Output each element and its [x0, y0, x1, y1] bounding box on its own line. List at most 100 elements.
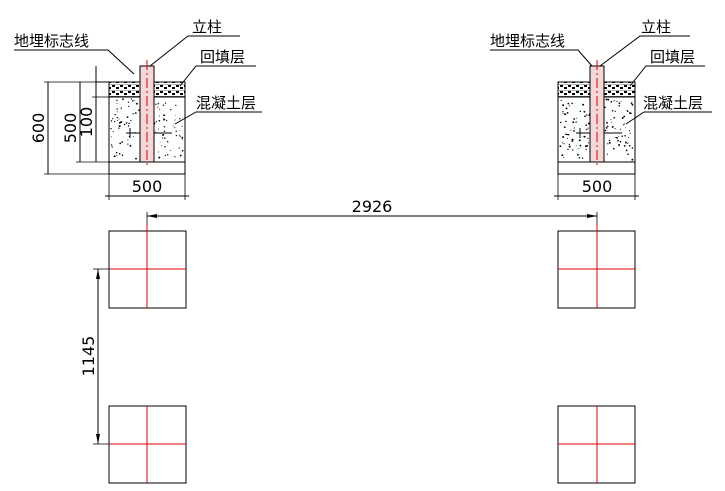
concrete-dot: [174, 127, 176, 129]
concrete-dot: [123, 123, 126, 126]
leader-concrete: [625, 111, 712, 125]
label-backfill: 回填层: [650, 48, 695, 66]
concrete-dot: [170, 109, 172, 111]
concrete-dot: [563, 156, 565, 159]
concrete-dot: [614, 136, 616, 138]
concrete-dot: [154, 131, 156, 133]
concrete-dot: [115, 151, 118, 154]
concrete-dot: [118, 127, 120, 129]
concrete-dot: [608, 139, 611, 142]
concrete-dot: [122, 98, 124, 101]
concrete-dot: [127, 143, 129, 145]
label-post: 立柱: [641, 18, 671, 36]
concrete-dot: [562, 113, 564, 115]
label-concrete: 混凝土层: [643, 94, 703, 112]
concrete-dot: [612, 147, 615, 150]
concrete-dot: [614, 110, 616, 113]
concrete-dot: [571, 149, 574, 151]
foundation-plan-top-left: [108, 224, 187, 309]
concrete-dot: [132, 113, 134, 115]
label-post: 立柱: [192, 18, 222, 36]
concrete-dot: [621, 135, 623, 138]
concrete-dot: [159, 108, 161, 110]
concrete-dot: [575, 117, 577, 119]
concrete-dot: [165, 119, 168, 122]
concrete-dot: [568, 143, 571, 146]
concrete-dot: [158, 119, 161, 122]
dim-depth-total: 600: [29, 113, 48, 144]
concrete-dot: [615, 137, 617, 138]
concrete-dot: [616, 100, 618, 102]
leader-marker-line: [490, 49, 593, 67]
concrete-dot: [172, 125, 174, 127]
concrete-dot: [162, 137, 164, 139]
concrete-dot: [570, 129, 572, 131]
concrete-dot: [181, 138, 183, 140]
concrete-dot: [181, 149, 184, 152]
concrete-dot: [568, 145, 571, 148]
concrete-dot: [631, 103, 634, 106]
concrete-dot: [129, 144, 132, 147]
concrete-dot: [587, 122, 590, 125]
dim-depth-concrete: 500: [61, 113, 80, 144]
concrete-dot: [578, 156, 581, 159]
concrete-dot: [587, 127, 589, 129]
concrete-dot: [625, 141, 627, 144]
dim-spacing-horizontal: 2926: [352, 197, 393, 216]
concrete-dot: [175, 130, 177, 132]
concrete-dots: [559, 98, 634, 161]
concrete-dot: [606, 121, 608, 124]
concrete-dot: [155, 103, 157, 105]
concrete-dot: [110, 144, 113, 146]
concrete-dot: [134, 112, 137, 114]
concrete-dot: [170, 149, 172, 151]
plan-view: 2926 1145: [79, 197, 636, 484]
concrete-dot: [113, 155, 116, 158]
concrete-dot: [577, 153, 579, 156]
leader-backfill: [179, 65, 256, 87]
concrete-dot: [571, 138, 574, 141]
concrete-dot: [565, 133, 567, 136]
concrete-dot: [628, 130, 631, 132]
label-marker-line: 地埋标志线: [14, 32, 89, 50]
concrete-dot: [120, 107, 122, 109]
concrete-dot: [586, 114, 588, 116]
concrete-dot: [178, 134, 180, 136]
concrete-dot: [604, 129, 607, 132]
concrete-dot: [611, 125, 614, 128]
concrete-dot: [627, 153, 629, 155]
concrete-dot: [162, 118, 164, 119]
concrete-dot: [618, 105, 621, 107]
concrete-dot: [138, 109, 140, 111]
concrete-dot: [571, 140, 574, 142]
label-backfill: 回填层: [200, 48, 245, 66]
concrete-dot: [620, 100, 622, 102]
concrete-dot: [116, 108, 118, 110]
concrete-dot: [154, 121, 156, 123]
concrete-dot: [571, 102, 573, 105]
dim-width-left: 500: [132, 177, 163, 196]
concrete-dot: [163, 118, 166, 121]
concrete-dot: [157, 106, 159, 108]
concrete-dot: [610, 119, 612, 121]
concrete-dot: [132, 136, 134, 137]
concrete-dot: [116, 102, 118, 104]
concrete-dot: [162, 133, 165, 136]
concrete-dot: [607, 143, 609, 145]
concrete-dot: [110, 120, 113, 122]
concrete-dot: [619, 128, 621, 130]
concrete-dot: [174, 119, 176, 121]
concrete-dot: [608, 141, 611, 144]
concrete-dot: [581, 157, 584, 159]
concrete-dot: [116, 120, 118, 121]
concrete-dot: [135, 157, 137, 160]
concrete-dot: [158, 115, 160, 117]
concrete-dot: [114, 114, 116, 116]
concrete-dot: [561, 154, 563, 157]
concrete-dot: [116, 116, 119, 119]
concrete-dot: [128, 122, 130, 125]
dim-depth-backfill: 100: [77, 107, 96, 138]
concrete-dot: [127, 101, 130, 103]
leader-post: [149, 35, 240, 67]
concrete-dot: [611, 110, 614, 112]
